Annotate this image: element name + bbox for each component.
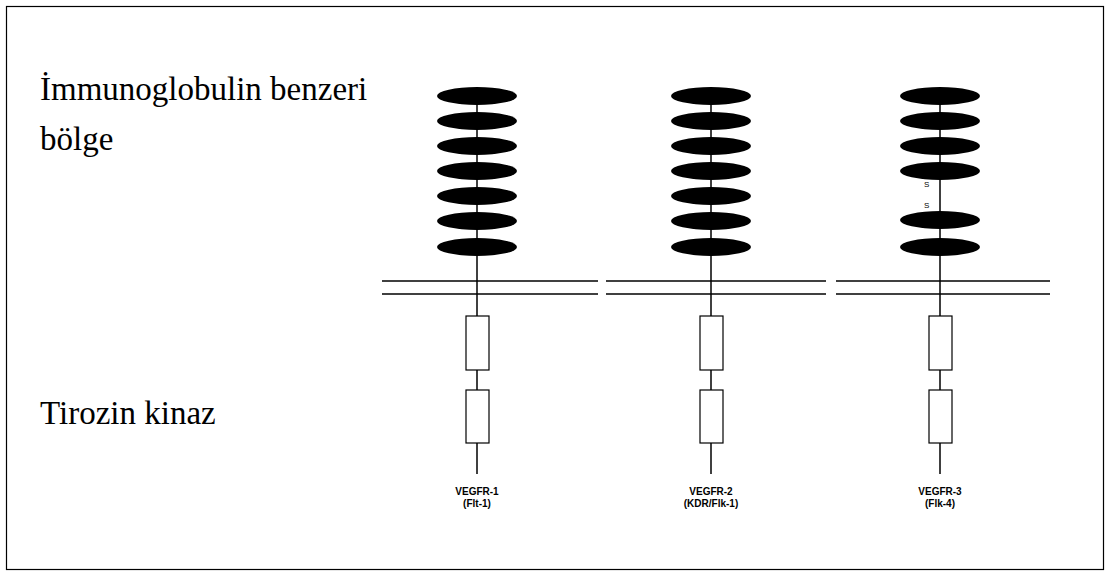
receptor-alias: (Flk-4) (925, 498, 955, 510)
receptor-stem (477, 95, 940, 474)
receptor-name: VEGFR-2 (689, 486, 732, 498)
region-label: İmmunoglobulin benzeri bölge (40, 64, 425, 164)
figure-frame (7, 7, 1104, 570)
region-label: Tirozin kinaz (40, 388, 216, 438)
receptor-name: VEGFR-3 (918, 486, 961, 498)
bond-mark: S (924, 180, 929, 189)
receptor-alias: (KDR/Flk-1) (684, 498, 738, 510)
bond-mark: S (924, 201, 929, 210)
receptor-alias: (Flt-1) (463, 498, 491, 510)
receptor-name: VEGFR-1 (455, 486, 498, 498)
kinase-domain (466, 316, 952, 443)
cell-membrane (382, 281, 1050, 294)
ig-domain (437, 87, 980, 256)
